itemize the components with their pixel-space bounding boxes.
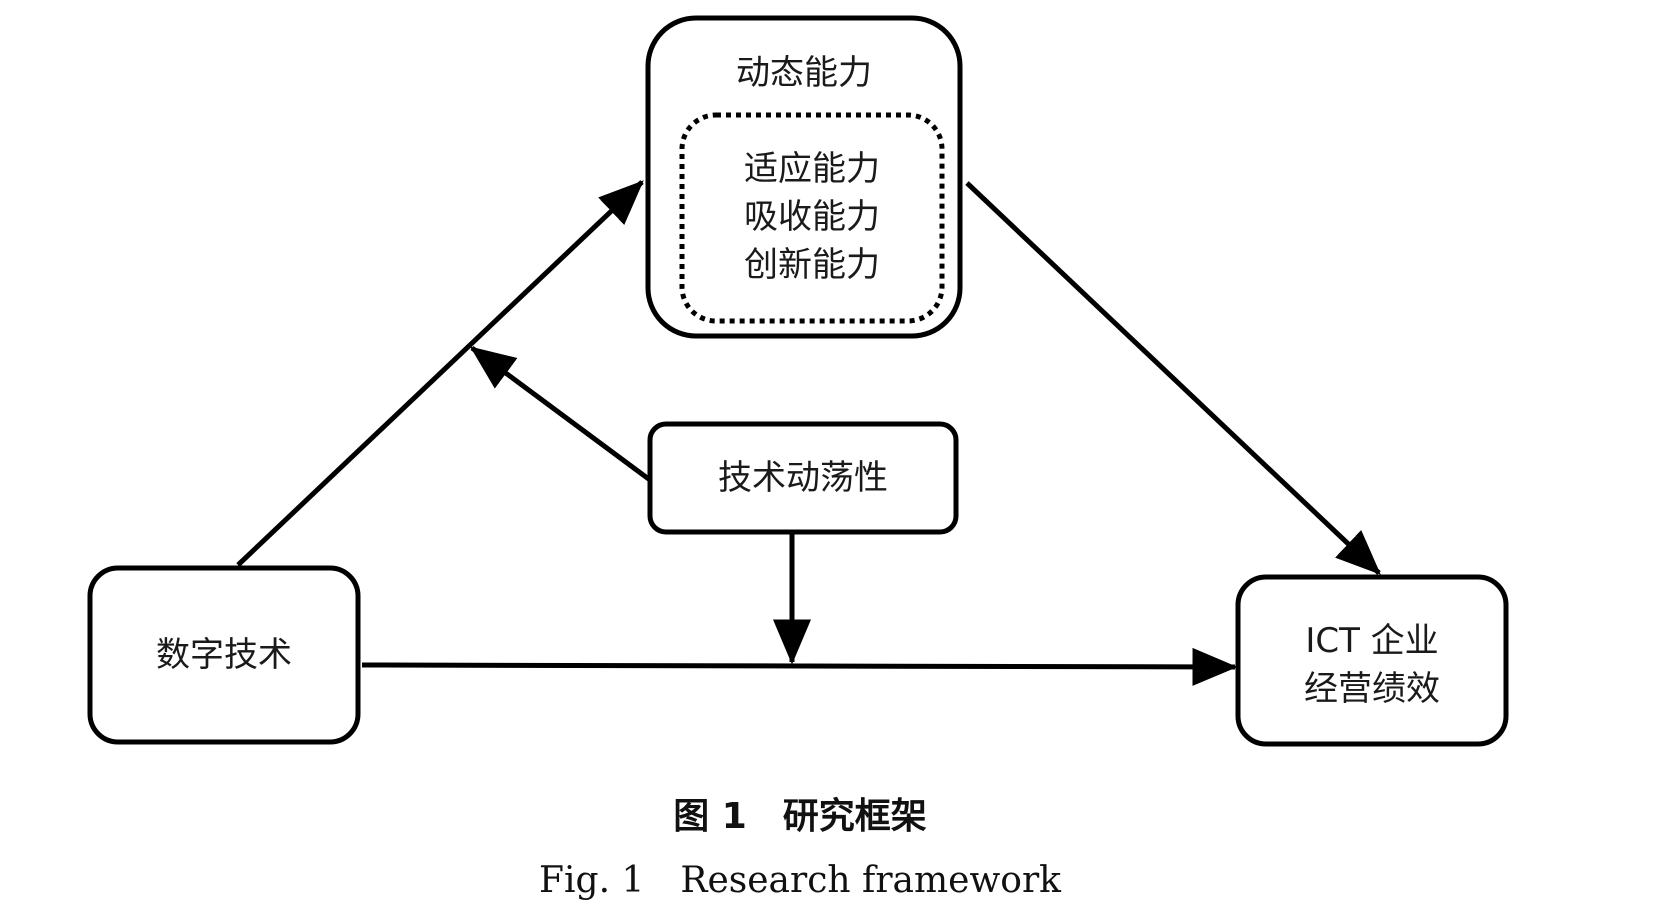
node-dynamic-capability: 动态能力 适应能力 吸收能力 创新能力 (645, 15, 963, 339)
capability-item-innovative: 创新能力 (744, 245, 880, 285)
dynamic-capability-inner-group (679, 112, 945, 324)
figure-caption-en: Fig. 1 Research framework (539, 860, 1062, 901)
capability-item-absorptive: 吸收能力 (744, 197, 880, 237)
edge-turbulence-moderates-upper (469, 345, 652, 483)
node-digital-tech: 数字技术 (87, 565, 361, 745)
performance-label-line1: ICT 企业 (1305, 621, 1438, 661)
node-tech-turbulence: 技术动荡性 (647, 421, 959, 535)
dynamic-capability-title: 动态能力 (736, 53, 872, 93)
tech-turbulence-label: 技术动荡性 (718, 458, 888, 498)
edge-dynamic-to-performance (965, 181, 1381, 575)
edge-digital-to-performance (361, 647, 1238, 686)
digital-tech-label: 数字技术 (156, 635, 292, 675)
capability-item-adaptive: 适应能力 (744, 149, 880, 189)
figure-caption-cn: 图 1 研究框架 (673, 796, 927, 837)
performance-label-line2: 经营绩效 (1304, 669, 1440, 709)
edge-digital-to-dynamic (236, 180, 644, 567)
node-performance: ICT 企业 经营绩效 (1235, 574, 1509, 747)
